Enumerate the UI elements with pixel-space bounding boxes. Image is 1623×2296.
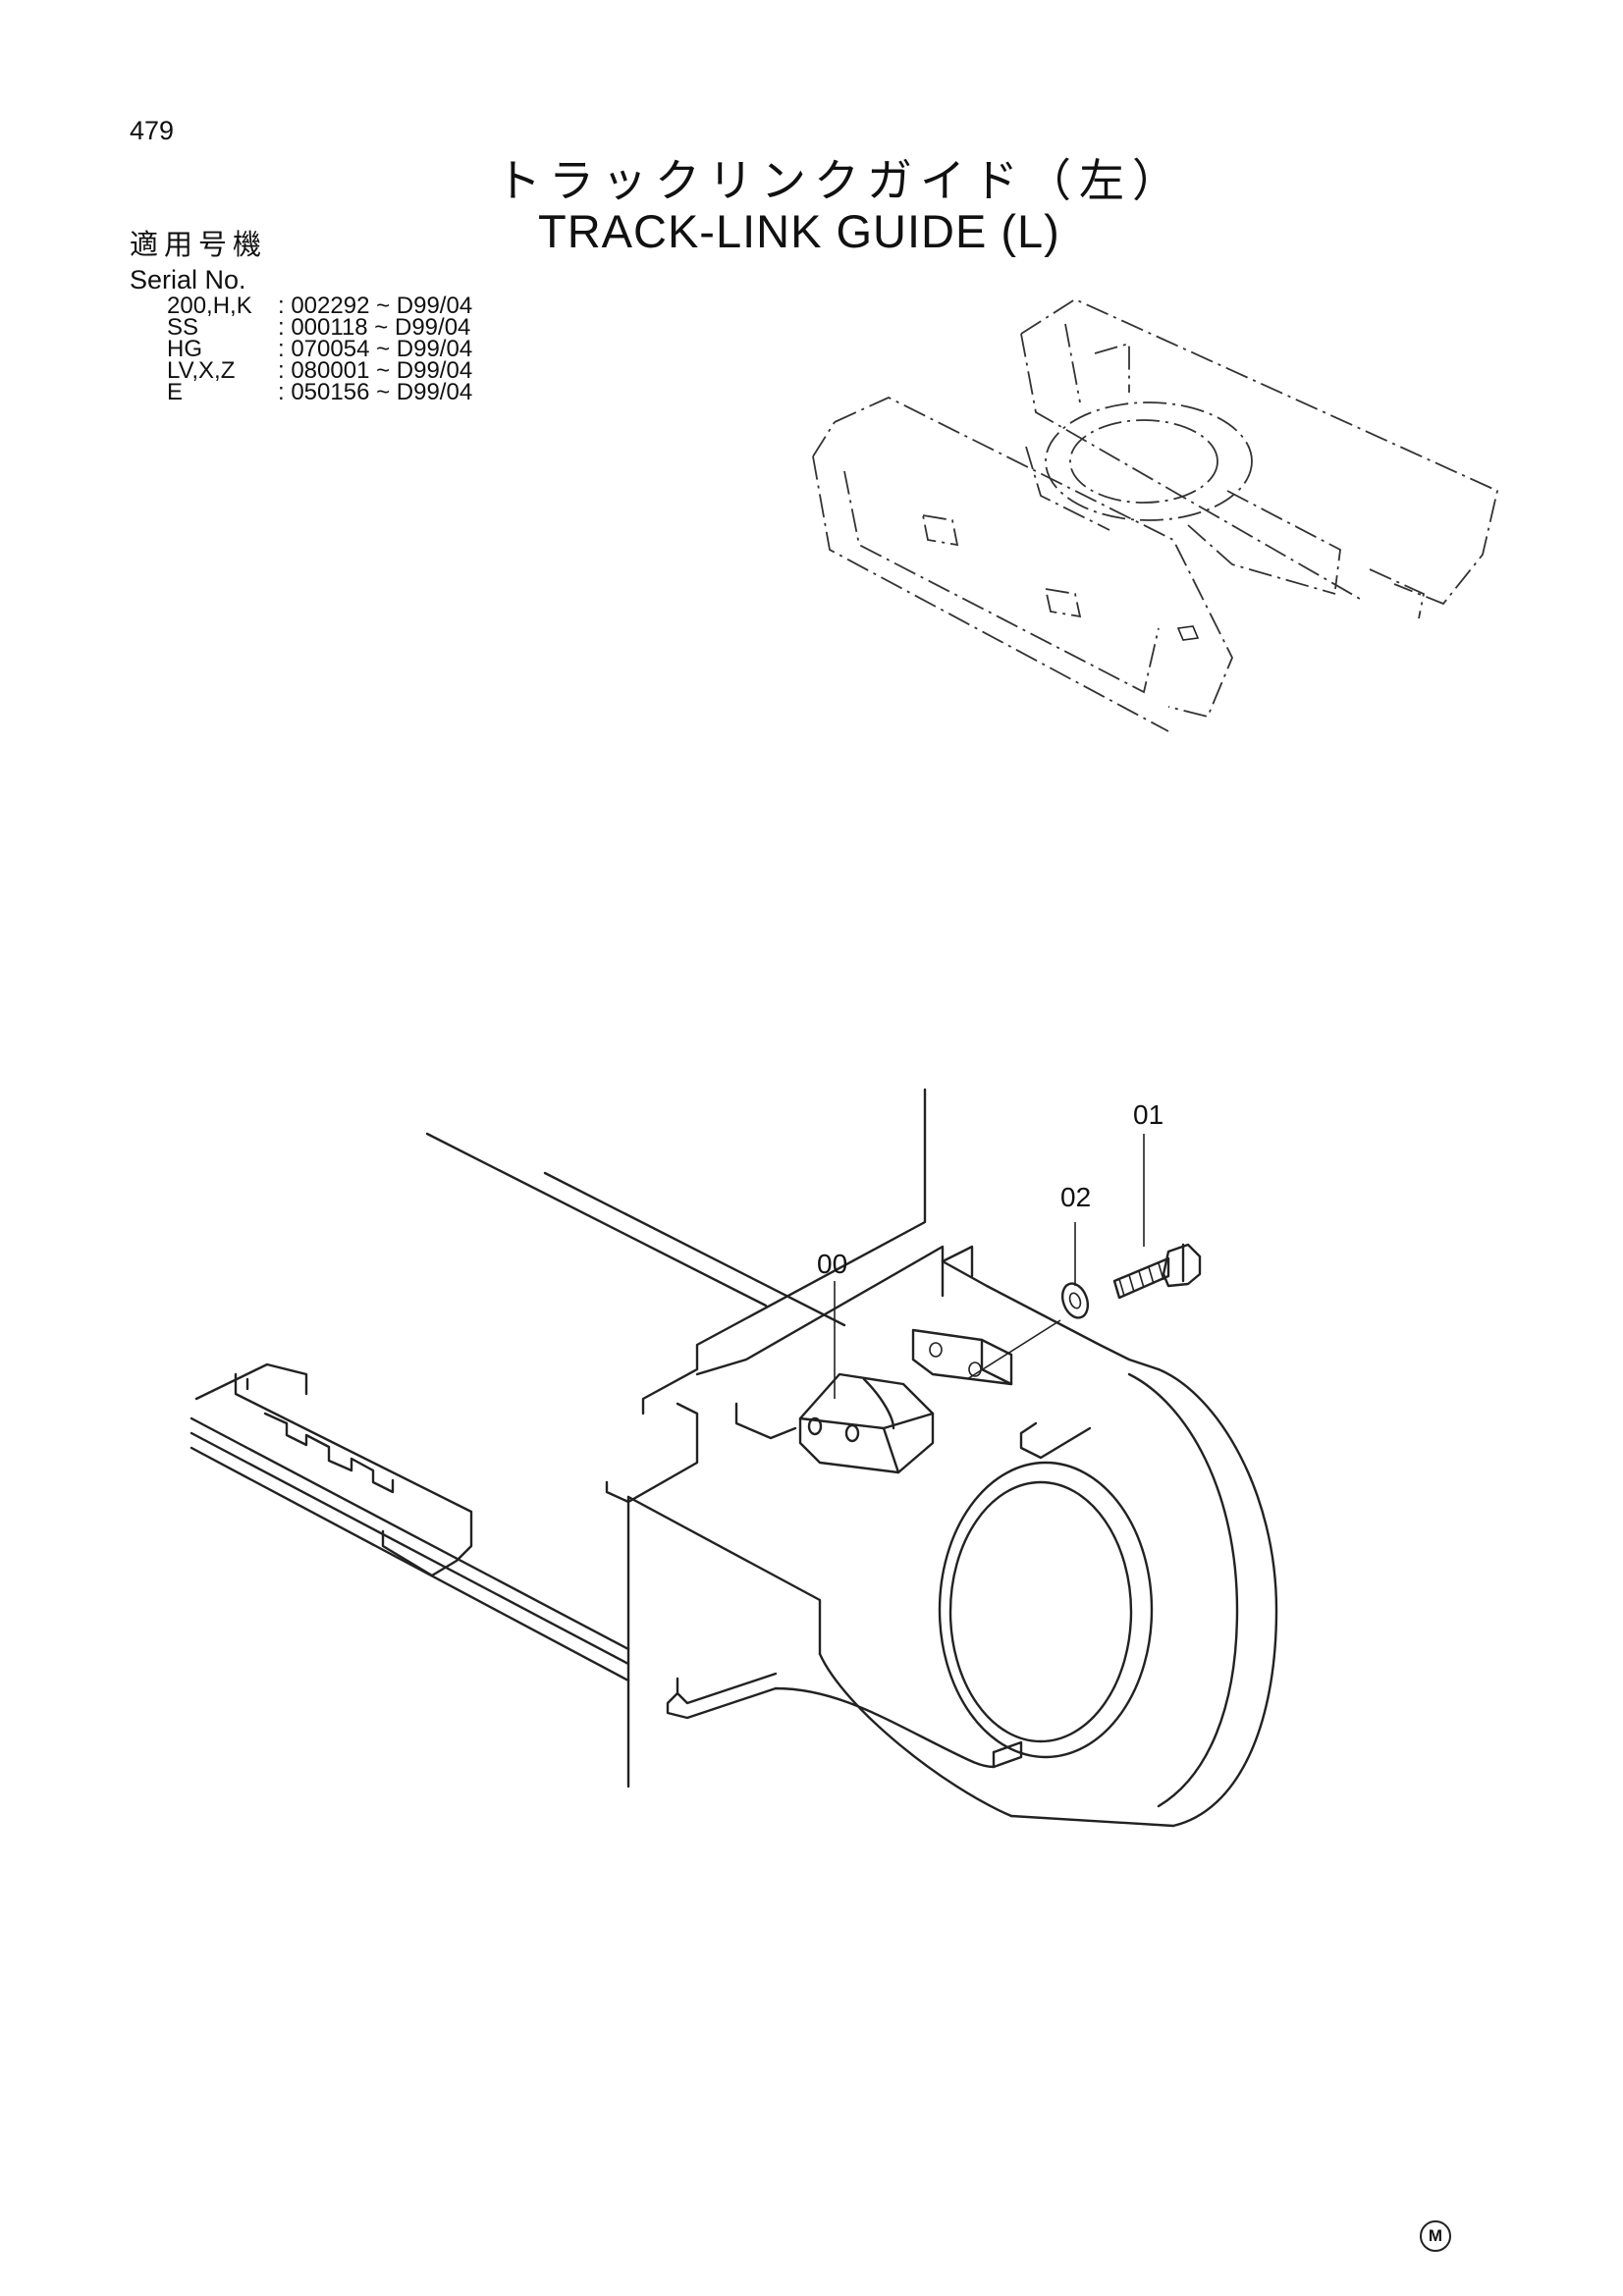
serial-range: : 080001 ~ D99/04 bbox=[278, 357, 473, 384]
part-02-washer bbox=[1060, 1282, 1090, 1319]
serial-heading-english: Serial No. bbox=[130, 265, 246, 294]
serial-model: HG bbox=[167, 336, 202, 362]
track-frame-detail bbox=[189, 1088, 1278, 1828]
serial-table: 200,H,K : 002292 ~ D99/04 SS : 000118 ~ … bbox=[167, 293, 473, 405]
callout-01: 01 bbox=[1133, 1099, 1164, 1130]
title-japanese: トラックリンクガイド（左） bbox=[496, 154, 1185, 207]
serial-model: SS bbox=[167, 314, 199, 341]
serial-row: LV,X,Z : 080001 ~ D99/04 bbox=[167, 357, 473, 384]
serial-heading-japanese: 適用号機 bbox=[130, 228, 268, 261]
undercarriage-overview bbox=[812, 297, 1499, 732]
callout-02: 02 bbox=[1060, 1182, 1092, 1212]
serial-range: : 000118 ~ D99/04 bbox=[278, 314, 471, 341]
serial-row: E : 050156 ~ D99/04 bbox=[167, 379, 473, 405]
maker-mark: M bbox=[1420, 2220, 1451, 2252]
serial-block: 適用号機 Serial No. 200,H,K : 002292 ~ D99/0… bbox=[130, 222, 473, 405]
serial-row: SS : 000118 ~ D99/04 bbox=[167, 314, 472, 341]
callout-00: 00 bbox=[817, 1249, 848, 1279]
serial-model: LV,X,Z bbox=[167, 357, 236, 384]
part-01-bolt bbox=[1112, 1243, 1202, 1300]
leader-lines bbox=[834, 1134, 1145, 1399]
serial-row: 200,H,K : 002292 ~ D99/04 bbox=[167, 293, 473, 319]
title-english: TRACK-LINK GUIDE (L) bbox=[538, 205, 1060, 257]
serial-range: : 070054 ~ D99/04 bbox=[278, 336, 473, 362]
serial-range: : 002292 ~ D99/04 bbox=[278, 293, 473, 319]
assembly-line bbox=[966, 1319, 1061, 1380]
serial-model: E bbox=[167, 379, 184, 405]
serial-row: HG : 070054 ~ D99/04 bbox=[167, 336, 473, 362]
serial-model: 200,H,K bbox=[167, 293, 252, 319]
serial-range: : 050156 ~ D99/04 bbox=[278, 379, 473, 405]
page-number: 479 bbox=[130, 116, 175, 145]
bracket-plate bbox=[911, 1328, 1013, 1386]
part-00-guide-block bbox=[798, 1372, 935, 1474]
